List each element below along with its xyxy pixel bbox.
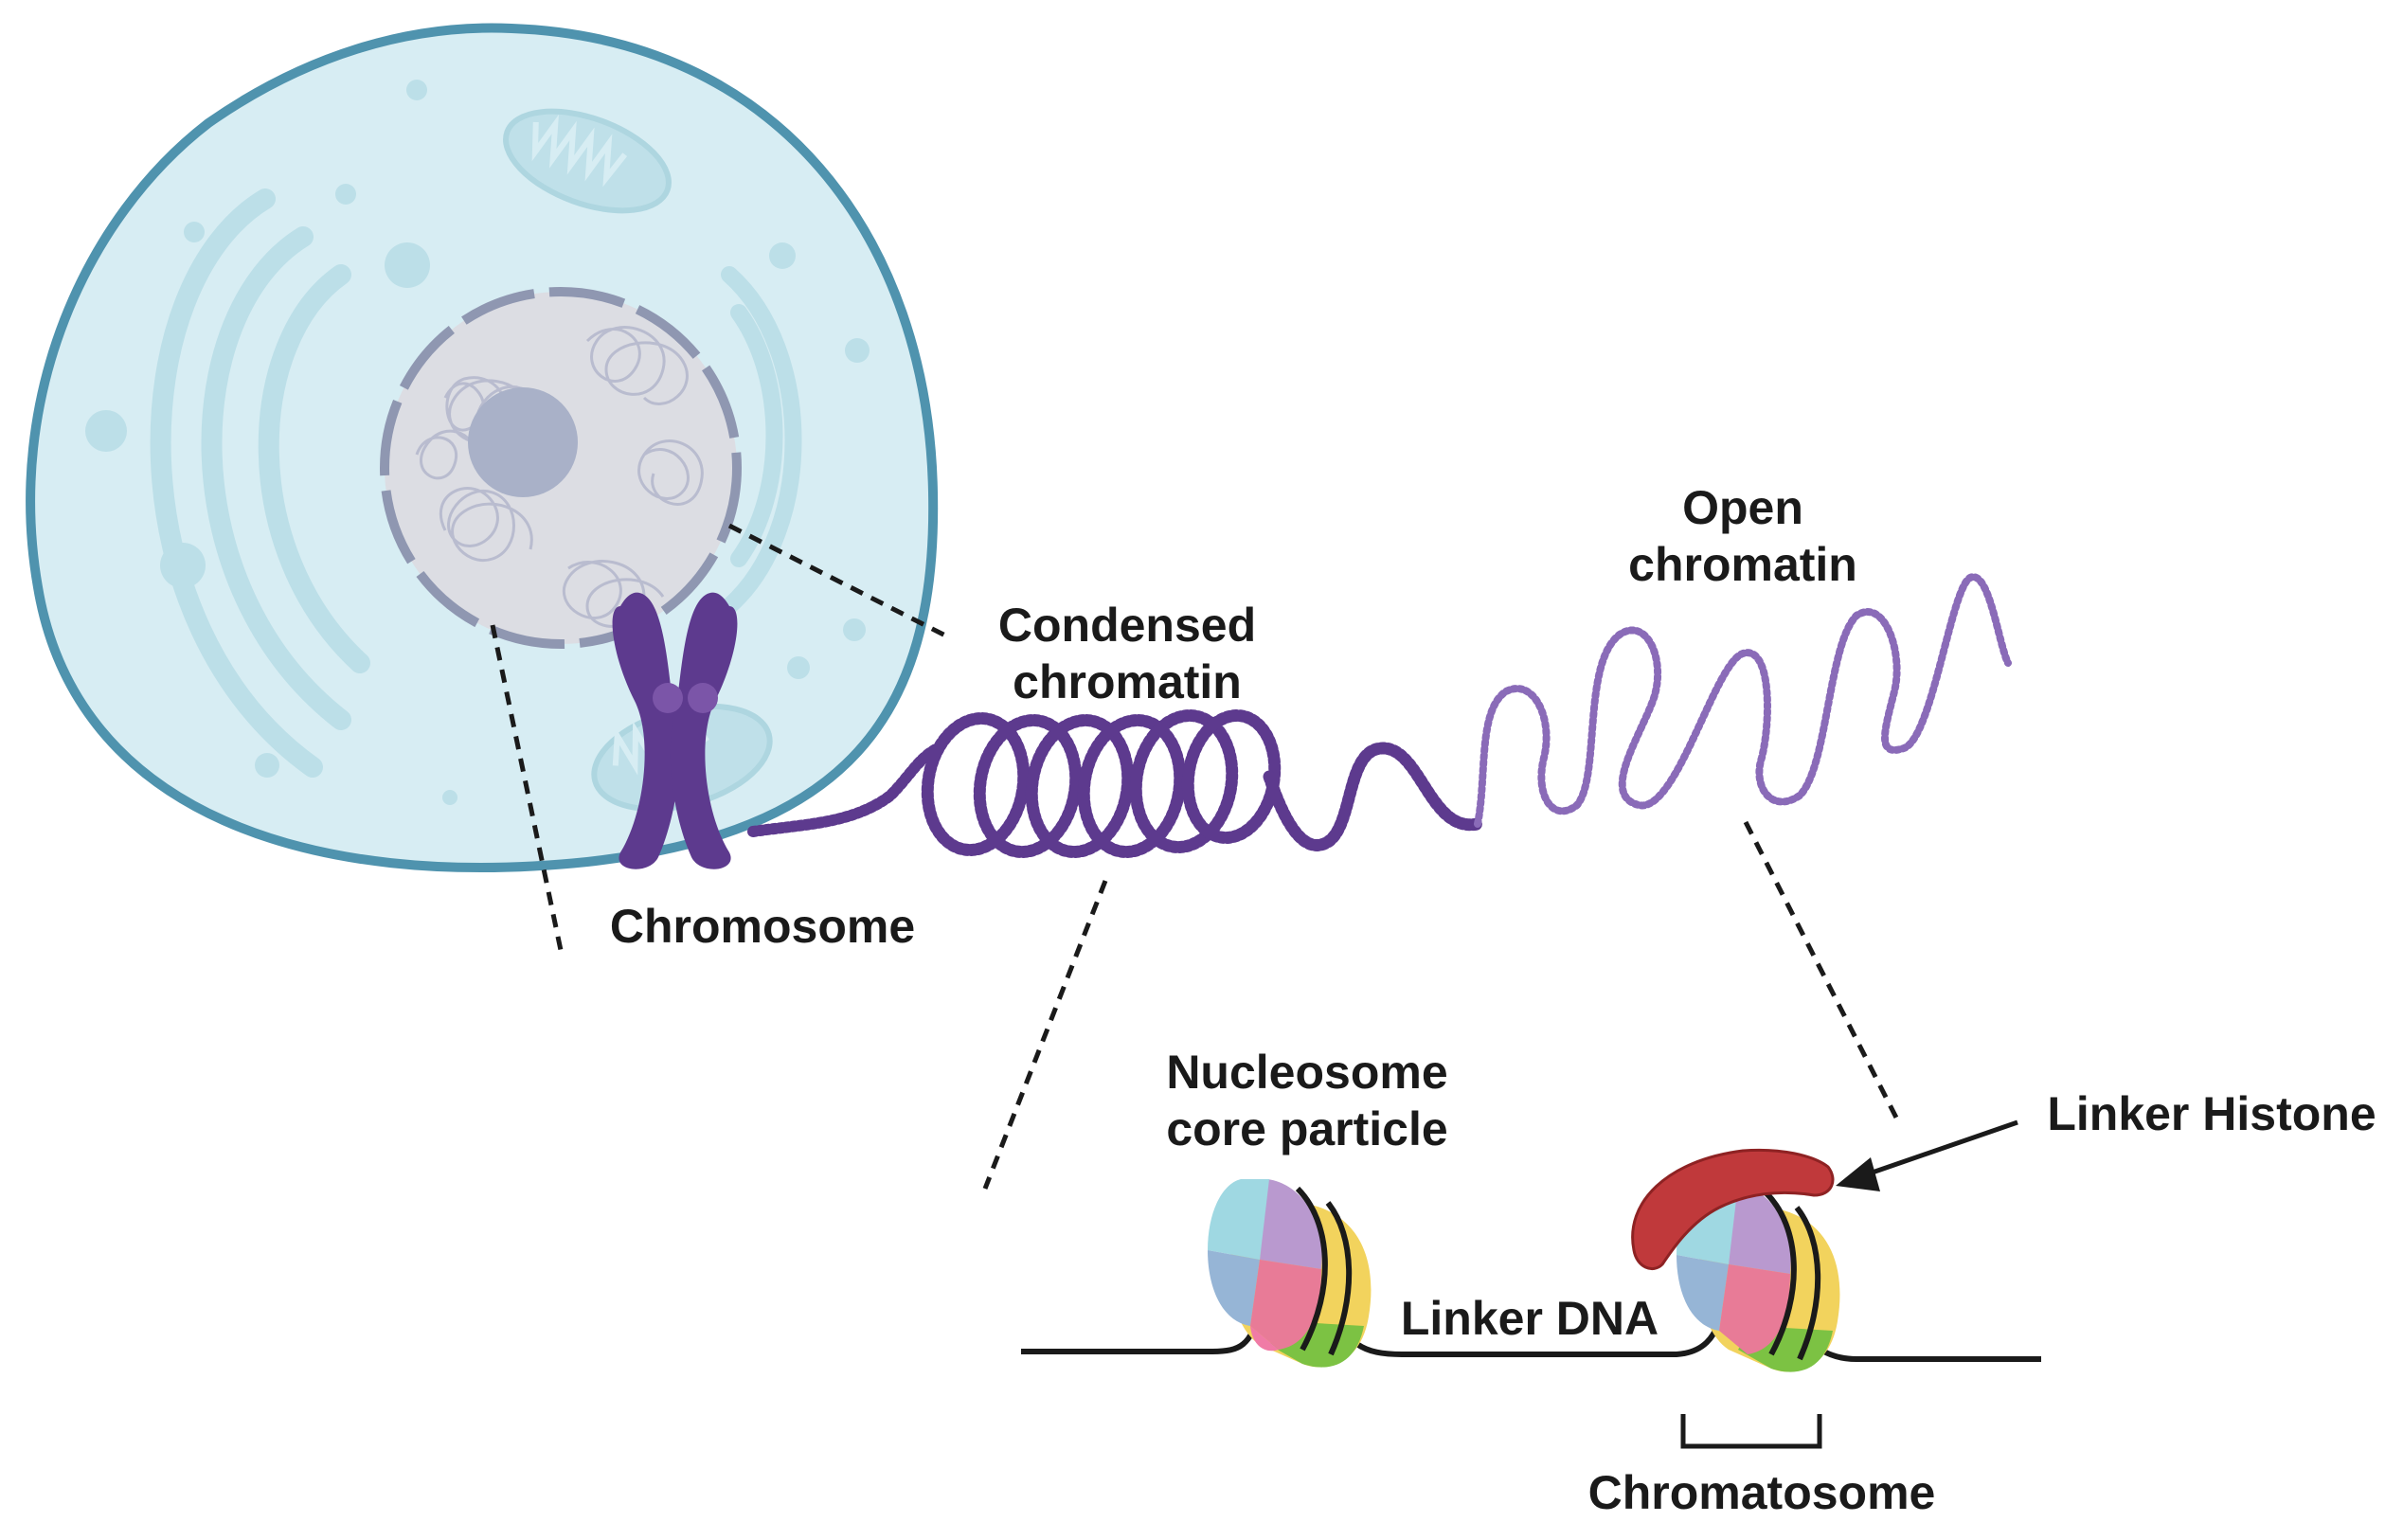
linker-dna-label: Linker DNA (1400, 1292, 1659, 1345)
condensed-chromatin-coils (921, 709, 1282, 858)
cytoplasm (85, 80, 870, 813)
chromosome (612, 592, 738, 869)
linker-histone (1631, 1148, 1835, 1270)
cell (26, 23, 939, 873)
nucleus (380, 287, 742, 649)
condensed-chromatin-label: Condensed chromatin (997, 599, 1257, 708)
chromatosome-label: Chromatosome (1587, 1466, 1936, 1519)
nuclear-chromatin (415, 326, 704, 628)
nuclear-envelope (380, 287, 742, 649)
chromatosome (1631, 1148, 1840, 1372)
zoom-guide-lines (490, 523, 1899, 1190)
nucleolus (468, 387, 578, 497)
nucleosome-core-particle-label: Nucleosome core particle (1166, 1046, 1448, 1155)
chromosome-label: Chromosome (609, 900, 916, 953)
linker-histone-arrow (1836, 1119, 2018, 1191)
vesicles (85, 80, 870, 805)
chromatin-fiber (747, 573, 2012, 858)
open-chromatin-fiber (1474, 573, 2012, 828)
chromatosome-bracket (1680, 1414, 1822, 1449)
nucleosome-detail (1021, 1119, 2041, 1449)
endoplasmic-reticulum (150, 188, 802, 778)
linker-histone-label: Linker Histone (2047, 1087, 2376, 1140)
mitochondrion (503, 108, 672, 214)
nucleosome-core-particle (1208, 1179, 1372, 1368)
open-chromatin-label: Open chromatin (1628, 481, 1857, 591)
